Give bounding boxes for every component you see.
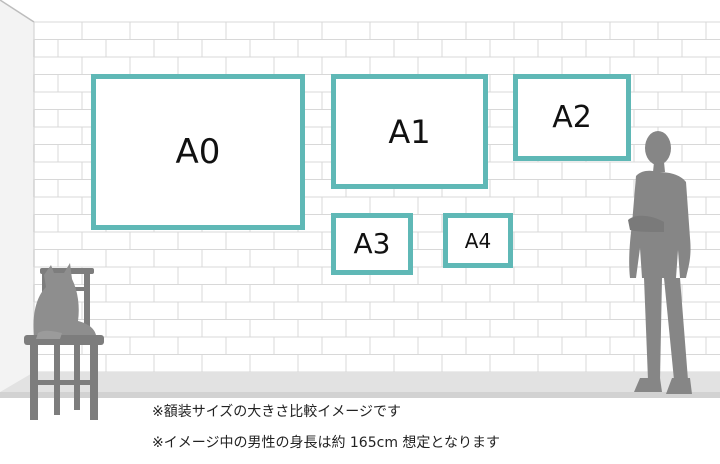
cat-on-stool — [24, 263, 104, 420]
left-side-wall — [0, 0, 34, 392]
frame-a3: A3 — [331, 213, 413, 275]
frame-a0-label: A0 — [175, 132, 221, 172]
frame-a2-label: A2 — [552, 99, 592, 135]
note-line-1: ※額装サイズの大きさ比較イメージです — [152, 404, 402, 420]
frame-a3-label: A3 — [353, 227, 391, 260]
man-silhouette — [628, 131, 692, 394]
frame-a4: A4 — [443, 213, 513, 268]
frame-a4-label: A4 — [464, 228, 492, 253]
frame-a0: A0 — [91, 74, 305, 230]
frame-a1-label: A1 — [388, 112, 431, 151]
floor — [0, 372, 720, 392]
frame-a1: A1 — [331, 74, 488, 189]
note-line-2: ※イメージ中の男性の身長は約 165cm 想定となります — [152, 435, 500, 451]
frame-a2: A2 — [513, 74, 631, 161]
cat-silhouette — [33, 263, 96, 339]
